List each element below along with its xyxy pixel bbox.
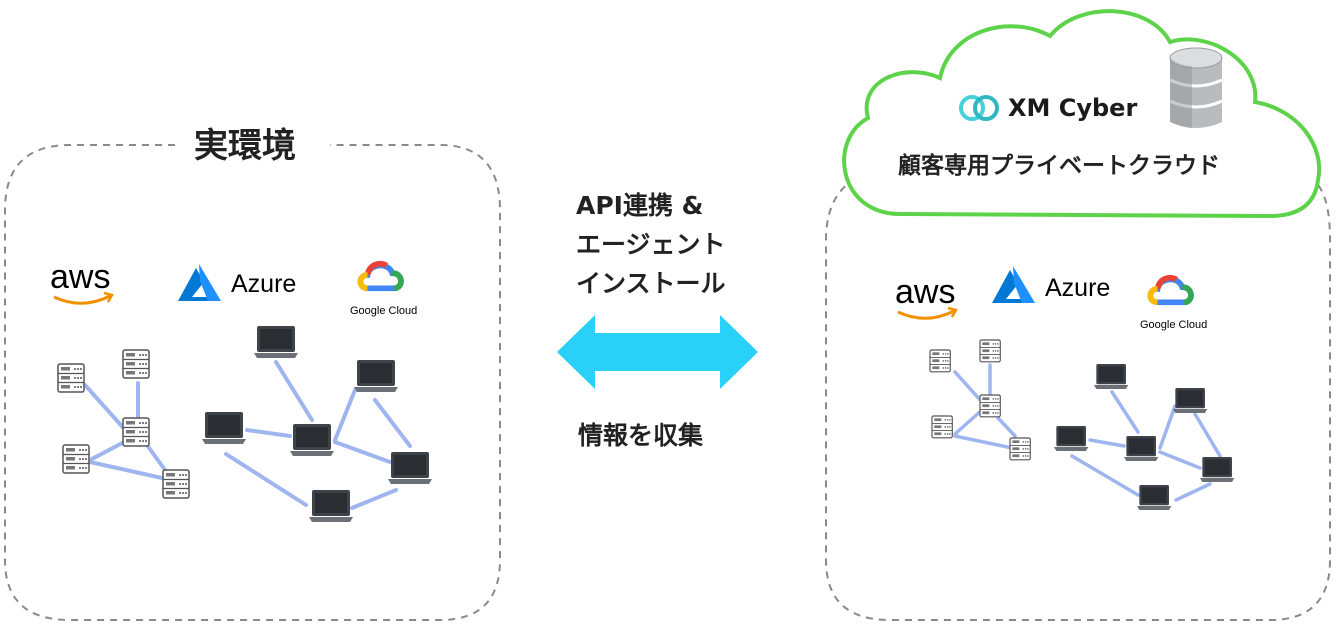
bidirectional-arrow-icon: [557, 315, 758, 389]
aws-logo-right: aws: [895, 273, 958, 320]
laptop-icon: [388, 452, 432, 484]
xm-cyber-brand-name: XM Cyber: [1008, 94, 1138, 122]
svg-text:aws: aws: [895, 273, 955, 311]
laptop-icon: [290, 424, 334, 456]
server-icon: [162, 469, 190, 499]
collect-info-label: 情報を収集: [578, 421, 704, 450]
azure-logo-right: Azure: [992, 266, 1110, 303]
server-icon: [931, 415, 953, 439]
laptop-icon: [309, 490, 353, 522]
server-icon: [929, 349, 951, 373]
server-icon: [979, 339, 1001, 363]
server-icon: [979, 394, 1001, 418]
right-panel-border: [825, 169, 1331, 621]
laptop-icon: [1054, 426, 1089, 451]
laptop-icon: [1200, 457, 1235, 482]
svg-text:Google Cloud: Google Cloud: [350, 305, 417, 317]
laptop-icon: [202, 412, 246, 444]
svg-text:Azure: Azure: [231, 270, 296, 298]
azure-logo-left: Azure: [178, 264, 296, 301]
google-cloud-logo-left: Google Cloud: [350, 264, 417, 317]
method-line: API連携 &: [576, 191, 704, 220]
server-icon: [57, 363, 85, 393]
svg-text:Azure: Azure: [1045, 274, 1110, 302]
laptop-icon: [1173, 388, 1208, 413]
right-network-connections: [953, 363, 1222, 502]
svg-text:Google Cloud: Google Cloud: [1140, 319, 1207, 331]
environment-title: 実環境: [188, 118, 302, 167]
laptop-icon: [1124, 436, 1159, 461]
left-network-connections: [83, 360, 412, 510]
aws-logo-left: aws: [50, 258, 114, 305]
svg-text:aws: aws: [50, 258, 110, 296]
laptop-icon: [354, 360, 398, 392]
laptop-icon: [254, 326, 298, 358]
server-icon: [1009, 437, 1031, 461]
laptop-icon: [1137, 485, 1172, 510]
private-cloud-label: 顧客専用プライベートクラウド: [898, 153, 1220, 179]
laptop-icon: [1094, 364, 1129, 389]
database-icon: [1169, 47, 1223, 128]
server-icon: [62, 444, 90, 474]
server-icon: [122, 349, 150, 379]
google-cloud-logo-right: Google Cloud: [1140, 278, 1207, 331]
left-panel-border: [4, 144, 501, 621]
xm-cyber-logo-icon: [959, 95, 999, 121]
connection-method-label: API連携 & エージェント インストール: [576, 186, 726, 303]
server-icon: [122, 417, 150, 447]
method-line: インストール: [576, 269, 726, 298]
method-line: エージェント: [576, 230, 726, 259]
